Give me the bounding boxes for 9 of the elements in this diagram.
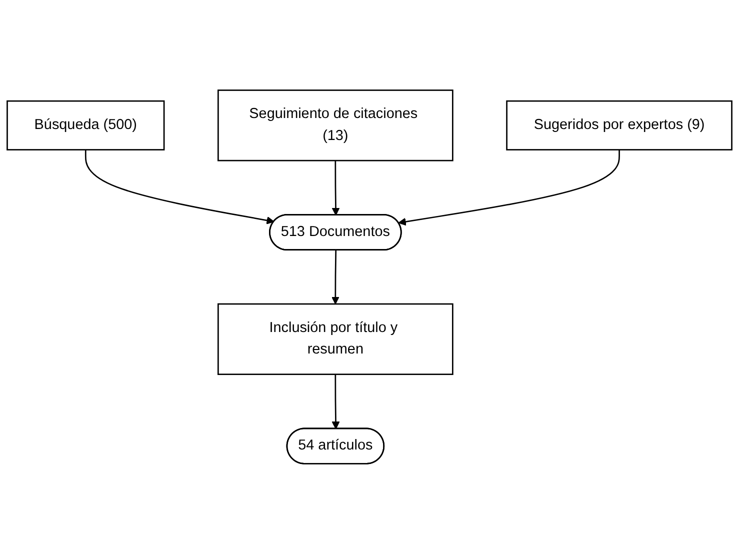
node-box: Sugeridos por expertos (9) [506,100,732,150]
arrow [332,374,340,430]
node-box: Búsqueda (500) [6,100,165,150]
arrow [332,160,340,216]
node-box: Seguimiento de citaciones (13) [217,90,454,162]
arrow [84,150,274,224]
arrow [331,250,340,304]
node-box: Inclusión por título y resumen [217,303,454,376]
arrow [398,150,620,226]
